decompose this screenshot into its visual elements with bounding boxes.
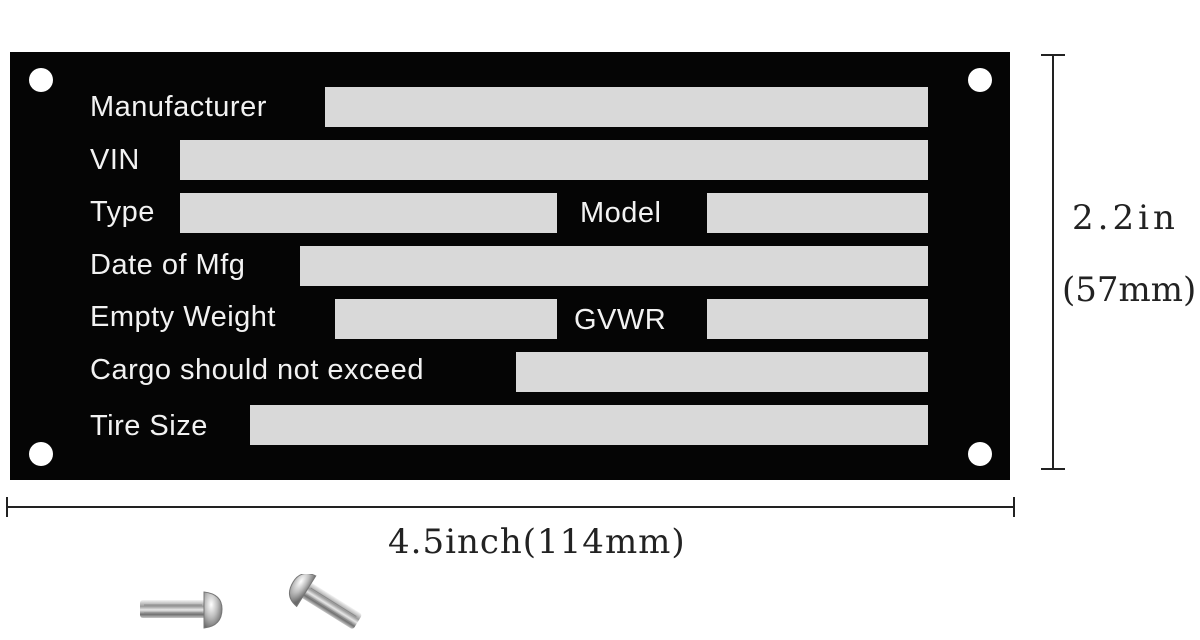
vin-label: VIN — [90, 144, 140, 176]
height-mm-label: (57mm) — [1062, 270, 1197, 310]
mounting-hole-bottom-left — [29, 442, 53, 466]
model-field[interactable] — [707, 193, 928, 233]
mounting-hole-bottom-right — [968, 442, 992, 466]
height-dimension-tick-bottom — [1041, 468, 1065, 470]
gvwr-field[interactable] — [707, 299, 928, 339]
empty-weight-field[interactable] — [335, 299, 557, 339]
mounting-hole-top-left — [29, 68, 53, 92]
model-label: Model — [580, 197, 662, 229]
manufacturer-label: Manufacturer — [90, 91, 267, 123]
mounting-hole-top-right — [968, 68, 992, 92]
width-dimension-line — [6, 506, 1015, 508]
vin-field[interactable] — [180, 140, 928, 180]
width-label: 4.5inch(114mm) — [388, 522, 686, 562]
type-field[interactable] — [180, 193, 557, 233]
height-dimension-tick-top — [1041, 54, 1065, 56]
rivet-icon — [288, 574, 362, 629]
vin-plate: Manufacturer VIN Type Model Date of Mfg … — [10, 52, 1010, 480]
rivet-icon — [140, 591, 223, 629]
width-dimension-tick-left — [6, 497, 8, 517]
cargo-field[interactable] — [516, 352, 928, 392]
tire-size-label: Tire Size — [90, 410, 208, 442]
height-dimension-line — [1052, 55, 1054, 469]
tire-size-field[interactable] — [250, 405, 928, 445]
empty-weight-label: Empty Weight — [90, 301, 276, 333]
date-of-mfg-label: Date of Mfg — [90, 249, 246, 281]
width-dimension-tick-right — [1013, 497, 1015, 517]
cargo-label: Cargo should not exceed — [90, 354, 424, 386]
date-of-mfg-field[interactable] — [300, 246, 928, 286]
manufacturer-field[interactable] — [325, 87, 928, 127]
height-inches-label: 2.2in — [1072, 198, 1179, 238]
type-label: Type — [90, 196, 155, 228]
gvwr-label: GVWR — [574, 304, 667, 336]
